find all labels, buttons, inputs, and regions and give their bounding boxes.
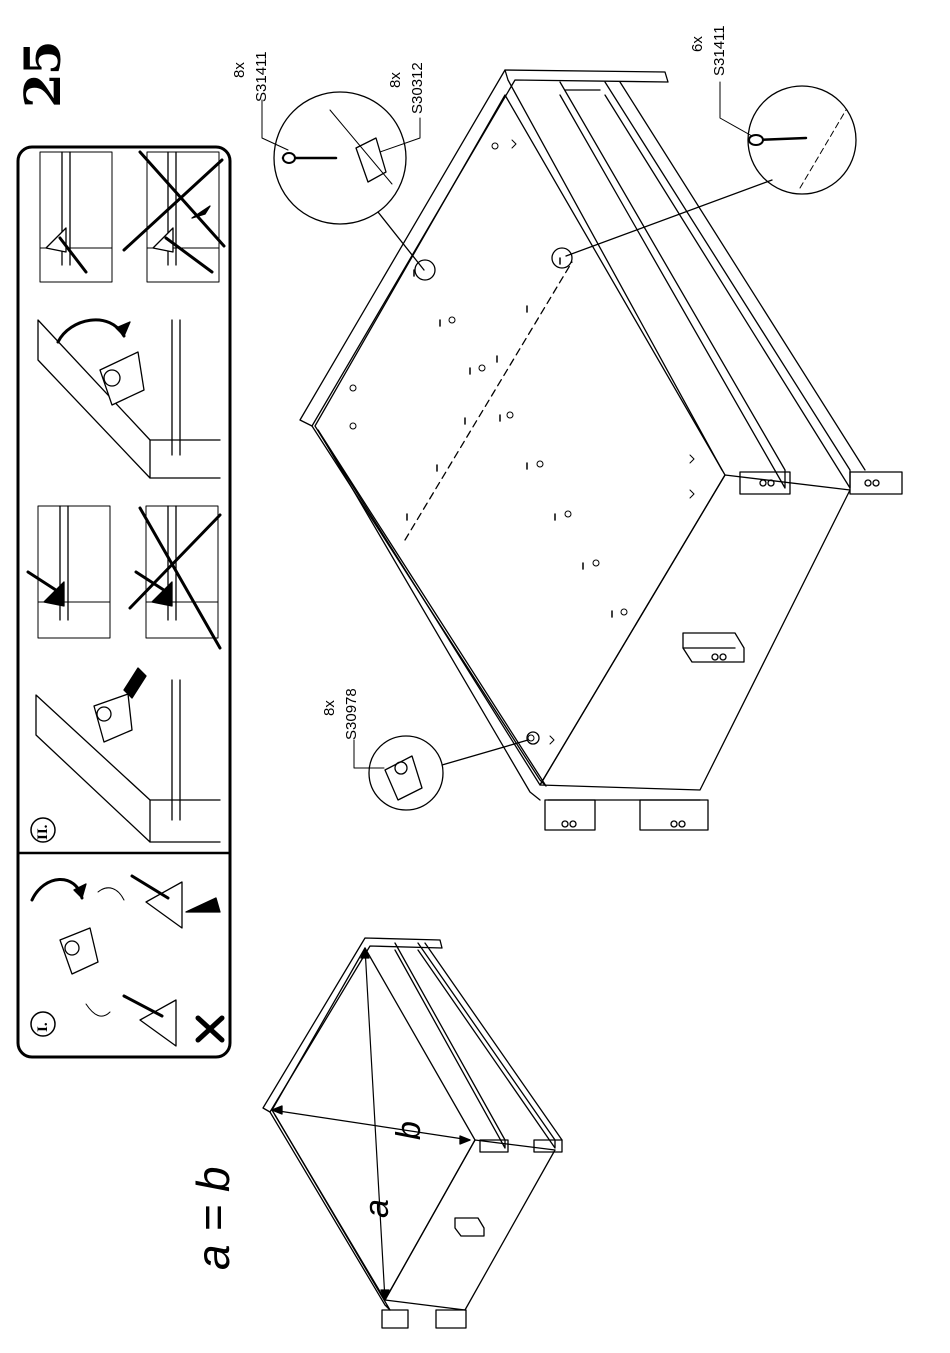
- screw-placement-correct-1: [40, 152, 112, 282]
- callout-code-1: S31411: [254, 51, 269, 102]
- section-ii-label: II.: [36, 825, 51, 840]
- drawer-frame-main: [300, 70, 902, 830]
- instruction-panel: [18, 147, 230, 1057]
- formula-label: a = b: [190, 1166, 236, 1270]
- corner-bracket-correct: [98, 876, 220, 928]
- callout-code-3: S31411: [712, 25, 727, 76]
- screw-placement-wrong-2: [130, 506, 220, 648]
- section-i-label: I.: [36, 1022, 51, 1032]
- corner-bracket-wrong: [86, 996, 222, 1046]
- measure-label-b: b: [392, 1121, 426, 1140]
- step-number: 25: [18, 42, 68, 108]
- callout-bottom-left: [354, 732, 539, 810]
- callout-code-2: S30312: [410, 62, 425, 114]
- callout-qty-2: 8x: [388, 72, 403, 88]
- callout-qty-3: 6x: [690, 36, 705, 52]
- callout-top-right: [552, 82, 856, 268]
- callout-qty-1: 8x: [232, 62, 247, 78]
- bracket-insert-diagram: [36, 668, 220, 842]
- callout-code-4: S30978: [344, 688, 359, 740]
- screwdriver-rotate-icon: [32, 879, 98, 974]
- callout-top-left: [262, 92, 435, 280]
- screw-placement-wrong-1: [124, 152, 224, 282]
- bracket-screwdriver-diagram: [38, 320, 220, 478]
- callout-qty-4: 8x: [322, 700, 337, 716]
- measure-label-a: a: [360, 1199, 394, 1218]
- screw-placement-correct-2: [28, 506, 110, 638]
